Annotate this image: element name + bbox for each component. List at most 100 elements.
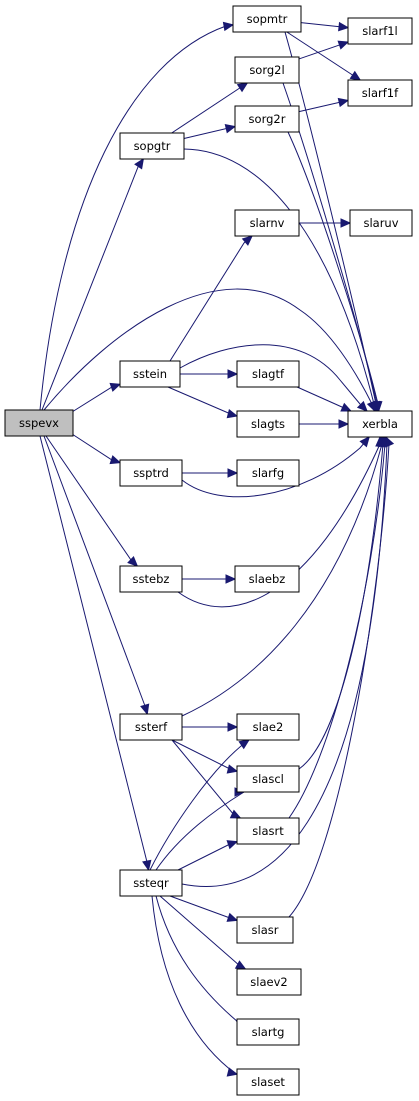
node-slagtf-label: slagtf xyxy=(252,367,285,381)
node-xerbla-label: xerbla xyxy=(362,417,398,431)
edge-sspevx-to-ssptrd xyxy=(71,433,122,465)
node-sstein-label: sstein xyxy=(133,367,167,381)
edge-sstein-to-slarnv xyxy=(169,235,253,362)
edge-ssteqr-to-slasrt xyxy=(177,840,239,871)
node-ssteqr-label: ssteqr xyxy=(133,876,169,890)
node-slasr-box xyxy=(236,916,294,944)
node-sspevx-box xyxy=(4,409,74,437)
edge-ssteqr-to-slasr xyxy=(169,895,239,922)
node-xerbla[interactable]: xerbla xyxy=(347,410,413,438)
call-edges xyxy=(39,21,395,1077)
node-slagts[interactable]: slagts xyxy=(236,410,300,438)
edge-sopgtr-to-sorg2r xyxy=(183,124,237,139)
edge-slarnv-to-slaruv xyxy=(299,218,352,228)
node-sorg2r[interactable]: sorg2r xyxy=(234,105,300,133)
node-ssptrd-label: ssptrd xyxy=(133,466,169,480)
node-slascl-box xyxy=(236,765,300,793)
node-sspevx[interactable]: sspevx xyxy=(4,409,74,437)
node-slartg[interactable]: slartg xyxy=(236,1018,300,1046)
node-ssterf[interactable]: ssterf xyxy=(119,713,183,741)
node-slae2[interactable]: slae2 xyxy=(236,713,300,741)
edge-sstein-to-slagtf xyxy=(180,369,239,379)
node-slarfg[interactable]: slarfg xyxy=(236,459,300,487)
node-slaev2-label: slaev2 xyxy=(250,975,287,989)
node-sopgtr[interactable]: sopgtr xyxy=(119,132,185,160)
edge-slagts-to-xerbla xyxy=(299,419,350,429)
edge-ssteqr-to-slaev2 xyxy=(159,895,247,970)
node-sopgtr-box xyxy=(119,132,185,160)
node-slaebz-box xyxy=(234,565,300,593)
node-slaruv[interactable]: slaruv xyxy=(349,209,413,237)
edge-ssteqr-to-slae2 xyxy=(149,739,250,871)
edge-ssterf-to-slascl xyxy=(171,739,239,774)
node-slasr[interactable]: slasr xyxy=(236,916,294,944)
edge-sspevx-to-sopgtr xyxy=(41,157,145,411)
node-slarf1l-label: slarf1l xyxy=(362,24,398,38)
node-slartg-box xyxy=(236,1018,300,1046)
node-sorg2r-box xyxy=(234,105,300,133)
edge-sspevx-to-xerbla xyxy=(43,288,376,413)
node-slaset[interactable]: slaset xyxy=(236,1068,300,1096)
node-sorg2l-box xyxy=(234,56,300,84)
node-sopmtr[interactable]: sopmtr xyxy=(232,5,302,33)
edge-sorg2r-to-slarf1f xyxy=(298,97,350,113)
node-ssteqr[interactable]: ssteqr xyxy=(119,869,183,897)
edge-sstein-to-slagts xyxy=(167,386,239,419)
node-slascl-label: slascl xyxy=(252,772,284,786)
node-slarnv-box xyxy=(234,209,300,237)
node-slarf1f-label: slarf1f xyxy=(362,86,399,100)
edge-sspevx-to-sstebz xyxy=(45,435,139,567)
edge-sstebz-to-slaebz xyxy=(182,574,237,584)
node-sorg2l[interactable]: sorg2l xyxy=(234,56,300,84)
node-slarf1f[interactable]: slarf1f xyxy=(347,79,413,107)
node-slasrt[interactable]: slasrt xyxy=(236,817,300,845)
node-slagts-box xyxy=(236,410,300,438)
node-slaset-label: slaset xyxy=(251,1075,285,1089)
edge-sspevx-to-ssterf xyxy=(43,435,150,716)
node-slagtf-box xyxy=(236,360,300,388)
edge-ssptrd-to-xerbla xyxy=(181,436,370,498)
node-ssterf-label: ssterf xyxy=(135,720,168,734)
node-sopgtr-label: sopgtr xyxy=(134,139,171,153)
node-slaev2-box xyxy=(236,968,302,996)
node-slaruv-label: slaruv xyxy=(363,216,398,230)
node-slaruv-box xyxy=(349,209,413,237)
node-slaev2[interactable]: slaev2 xyxy=(236,968,302,996)
function-nodes: sspevx sopmtr slarf1l sorg2l slarf1f sopgtr so… xyxy=(4,5,413,1096)
node-sstein[interactable]: sstein xyxy=(119,360,181,388)
edge-sspevx-to-sopmtr xyxy=(39,21,235,411)
node-slae2-label: slae2 xyxy=(253,720,284,734)
node-slarfg-label: slarfg xyxy=(252,466,284,480)
node-slartg-label: slartg xyxy=(252,1025,285,1039)
edge-sorg2r-to-xerbla xyxy=(287,131,383,413)
node-ssterf-box xyxy=(119,713,183,741)
node-slarf1l-box xyxy=(347,17,413,45)
node-slarf1l[interactable]: slarf1l xyxy=(347,17,413,45)
edge-sorg2l-to-slarf1l xyxy=(298,40,350,60)
node-sorg2r-label: sorg2r xyxy=(249,112,286,126)
edge-ssterf-to-slae2 xyxy=(182,722,239,732)
node-slaebz-label: slaebz xyxy=(249,572,286,586)
edge-ssterf-to-slasrt xyxy=(171,739,242,819)
edge-sopmtr-to-slarf1l xyxy=(300,21,350,32)
node-slaebz[interactable]: slaebz xyxy=(234,565,300,593)
node-slascl[interactable]: slascl xyxy=(236,765,300,793)
edge-ssteqr-to-slaset xyxy=(151,895,239,1077)
node-slagtf[interactable]: slagtf xyxy=(236,360,300,388)
node-slasrt-box xyxy=(236,817,300,845)
edge-slasr-to-xerbla xyxy=(288,435,395,918)
node-sstein-box xyxy=(119,360,181,388)
node-sstebz-label: sstebz xyxy=(133,572,170,586)
node-sstebz[interactable]: sstebz xyxy=(119,565,183,593)
node-sorg2l-label: sorg2l xyxy=(249,63,284,77)
node-slarnv[interactable]: slarnv xyxy=(234,209,300,237)
edge-slagtf-to-xerbla xyxy=(296,386,353,412)
edge-ssptrd-to-slarfg xyxy=(182,468,239,478)
edge-ssteqr-to-slascl xyxy=(155,787,246,871)
node-ssptrd-box xyxy=(119,459,183,487)
node-ssptrd[interactable]: ssptrd xyxy=(119,459,183,487)
edge-slasrt-to-xerbla xyxy=(288,435,391,819)
node-slagts-label: slagts xyxy=(251,417,285,431)
edge-sopmtr-to-slarf1f xyxy=(286,31,362,81)
